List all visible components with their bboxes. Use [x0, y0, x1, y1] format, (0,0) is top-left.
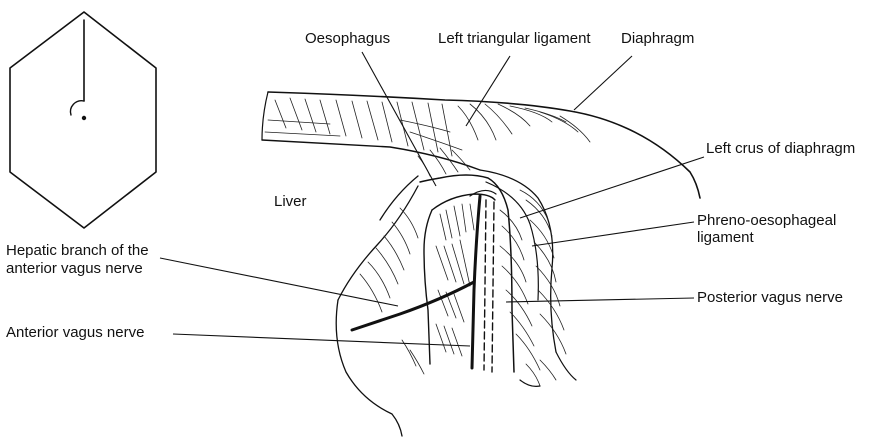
label-hepatic-branch-line1: Hepatic branch of the [6, 242, 149, 259]
label-left-crus-of-diaphragm: Left crus of diaphragm [706, 140, 855, 157]
hepatic-branch-line [352, 282, 474, 330]
label-liver: Liver [274, 193, 307, 210]
leader-posterior-vagus [506, 298, 694, 302]
leader-left-crus [520, 157, 704, 218]
leader-anterior-vagus [173, 334, 470, 346]
label-oesophagus: Oesophagus [305, 30, 390, 47]
label-left-triangular-ligament: Left triangular ligament [438, 30, 591, 47]
orientation-marker-arc [70, 101, 84, 115]
leader-left-triangular-ligament [466, 56, 510, 126]
label-phreno-oesophageal-line1: Phreno-oesophageal [697, 212, 836, 229]
leader-oesophagus [362, 52, 436, 186]
orientation-marker-dot [82, 116, 86, 120]
orientation-hexagon [10, 12, 156, 228]
label-phreno-oesophageal-line2: ligament [697, 229, 754, 246]
leader-hepatic-branch [160, 258, 398, 306]
label-posterior-vagus-nerve: Posterior vagus nerve [697, 289, 843, 306]
leader-phreno-oesophageal [532, 222, 694, 246]
posterior-vagus-nerve-line-a [484, 200, 486, 370]
diaphragm-band [262, 92, 700, 198]
posterior-vagus-nerve-line-b [492, 202, 494, 372]
leader-diaphragm [574, 56, 632, 110]
label-anterior-vagus-nerve: Anterior vagus nerve [6, 324, 144, 341]
label-diaphragm: Diaphragm [621, 30, 694, 47]
label-hepatic-branch-line2: anterior vagus nerve [6, 260, 143, 277]
